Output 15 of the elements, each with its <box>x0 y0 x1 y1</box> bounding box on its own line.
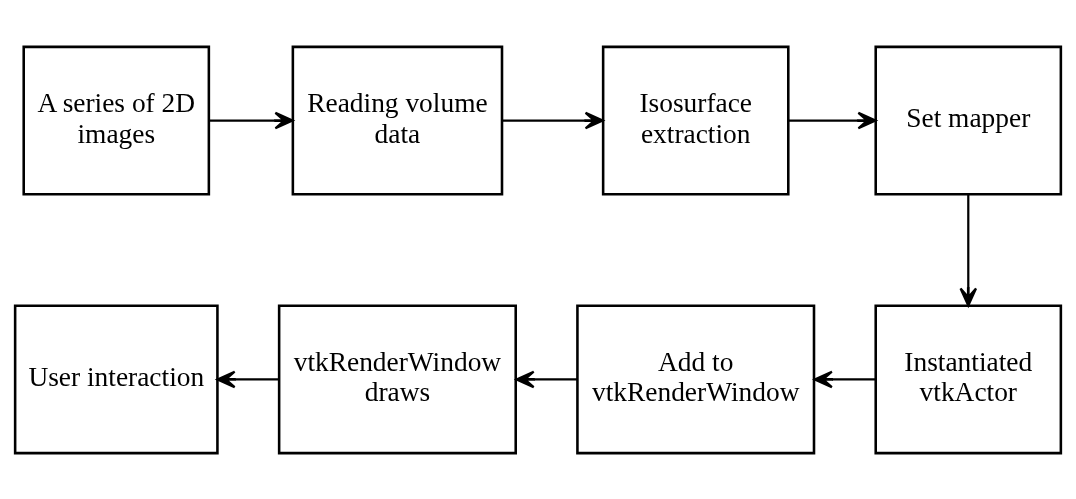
node-box: Add to vtkRenderWindow <box>576 303 816 454</box>
node-box: Reading volume data <box>291 45 504 196</box>
arrow <box>502 111 604 129</box>
arrow <box>788 111 877 129</box>
arrow <box>813 370 876 388</box>
node-box: User interaction <box>13 303 219 454</box>
node-box: vtkRenderWindow draws <box>277 303 517 454</box>
node-box: Instantiated vtkActor <box>874 303 1063 454</box>
arrow <box>216 370 279 388</box>
arrow <box>208 111 294 129</box>
node-box: Isosurface extraction <box>601 45 790 196</box>
node-box: Set mapper <box>874 45 1063 196</box>
node-box: A series of 2D images <box>22 45 211 196</box>
arrow <box>515 370 577 388</box>
arrow <box>959 193 978 307</box>
